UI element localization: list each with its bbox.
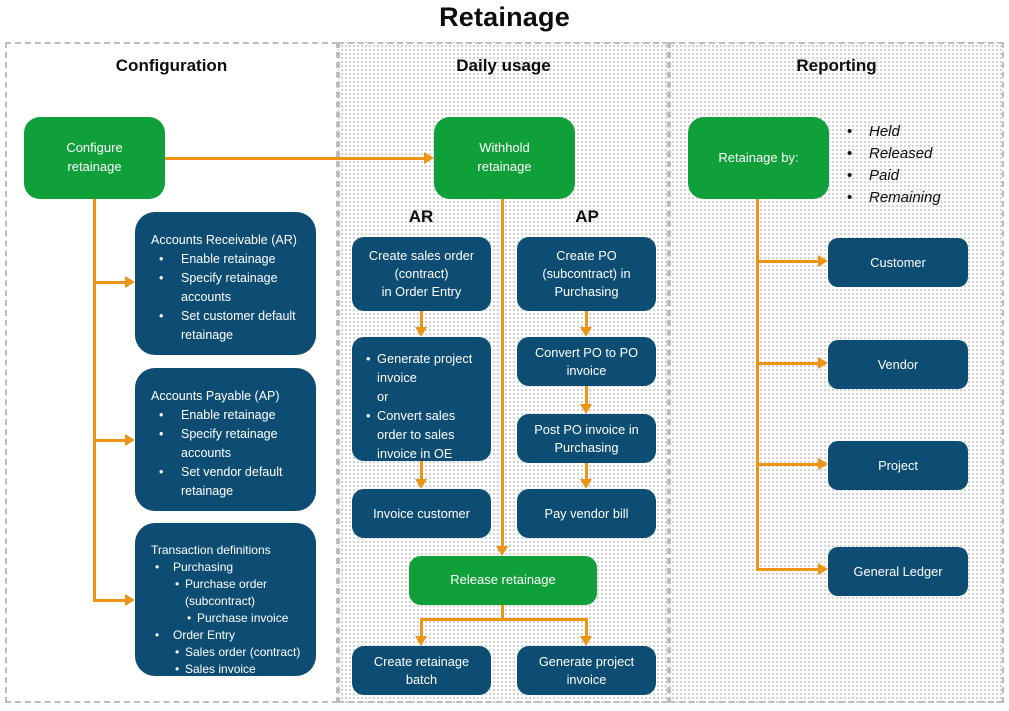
step-create-retainage-batch: Create retainage batch	[352, 646, 491, 695]
list-item: Set customer default retainage	[151, 307, 306, 345]
list-item: Generate project invoice	[366, 349, 485, 387]
configure-retainage-box: Configure retainage	[24, 117, 165, 199]
list-item: Purchase invoice	[151, 610, 306, 627]
box-list: Enable retainage Specify retainage accou…	[151, 406, 306, 501]
connector-line	[585, 311, 588, 328]
connector-line	[420, 618, 588, 621]
step-create-sales-order: Create sales order (contract) in Order E…	[352, 237, 491, 311]
box-list: Generate project invoice or Convert sale…	[366, 349, 485, 463]
list-item: Purchasing	[151, 559, 306, 576]
list-item: or	[377, 389, 389, 404]
list-item: Specify retainage accounts	[151, 425, 306, 463]
reporting-header: Reporting	[796, 56, 877, 75]
step-invoice-customer: Invoice customer	[352, 489, 491, 538]
reporting-bullet-list: Held Released Paid Remaining	[845, 121, 941, 209]
arrowhead-icon	[415, 636, 427, 646]
step-convert-po: Convert PO to PO invoice	[517, 337, 656, 386]
connector-line	[756, 362, 818, 365]
connector-line	[420, 311, 423, 328]
connector-line	[756, 568, 818, 571]
list-item: Sales order (contract)	[151, 644, 306, 661]
connector-line	[501, 605, 504, 620]
arrowhead-icon	[125, 434, 135, 446]
list-item: Purchase order (subcontract)	[151, 576, 306, 610]
arrowhead-icon	[125, 276, 135, 288]
arrowhead-icon	[496, 546, 508, 556]
list-item: Released	[845, 143, 941, 165]
arrowhead-icon	[580, 404, 592, 414]
config-box-accounts-receivable: Accounts Receivable (AR) Enable retainag…	[135, 212, 316, 355]
ap-label: AP	[575, 207, 599, 226]
list-item: Sales invoice (contract)	[151, 661, 306, 695]
list-item: Convert sales order to sales invoice in …	[366, 406, 485, 463]
connector-line	[93, 439, 126, 442]
arrowhead-icon	[580, 479, 592, 489]
arrowhead-icon	[415, 479, 427, 489]
box-list: Purchasing Purchase order (subcontract) …	[151, 559, 306, 695]
connector-line	[420, 618, 423, 636]
report-box-general-ledger: General Ledger	[828, 547, 968, 596]
list-item: Paid	[845, 165, 941, 187]
configuration-header: Configuration	[115, 56, 228, 75]
list-item: Set vendor default retainage	[151, 463, 306, 501]
step-post-po-invoice: Post PO invoice in Purchasing	[517, 414, 656, 463]
retainage-by-box: Retainage by:	[688, 117, 829, 199]
arrowhead-icon	[415, 327, 427, 337]
arrowhead-icon	[818, 563, 828, 575]
step-generate-project-invoice: Generate project invoice	[517, 646, 656, 695]
arrowhead-icon	[818, 255, 828, 267]
step-pay-vendor-bill: Pay vendor bill	[517, 489, 656, 538]
withhold-retainage-box: Withhold retainage	[434, 117, 575, 199]
config-box-transaction-definitions: Transaction definitions Purchasing Purch…	[135, 523, 316, 693]
connector-line	[756, 463, 818, 466]
arrowhead-icon	[580, 636, 592, 646]
connector-line	[585, 386, 588, 405]
connector-line	[501, 199, 504, 546]
arrowhead-icon	[125, 594, 135, 606]
step-create-po: Create PO (subcontract) in Purchasing	[517, 237, 656, 311]
page-title: Retainage	[439, 2, 570, 32]
list-item: Order Entry	[151, 627, 306, 644]
connector-line	[420, 461, 423, 479]
connector-line	[93, 199, 96, 602]
list-item: Held	[845, 121, 941, 143]
daily-usage-header: Daily usage	[456, 56, 551, 75]
list-item: Enable retainage	[151, 406, 306, 425]
box-title: Accounts Receivable (AR)	[151, 233, 297, 247]
connector-line	[756, 199, 759, 571]
box-title: Transaction definitions	[151, 543, 271, 557]
report-box-project: Project	[828, 441, 968, 490]
arrowhead-icon	[818, 458, 828, 470]
report-box-vendor: Vendor	[828, 340, 968, 389]
list-item: Remaining	[845, 187, 941, 209]
report-box-customer: Customer	[828, 238, 968, 287]
connector-line	[585, 618, 588, 636]
step-generate-or-convert: Generate project invoice or Convert sale…	[352, 337, 491, 461]
connector-line	[93, 281, 126, 284]
connector-line	[756, 260, 818, 263]
connector-line	[93, 599, 126, 602]
config-box-accounts-payable: Accounts Payable (AP) Enable retainage S…	[135, 368, 316, 511]
ar-label: AR	[408, 207, 434, 226]
list-item: Enable retainage	[151, 250, 306, 269]
connector-line	[585, 463, 588, 480]
list-item: Specify retainage accounts	[151, 269, 306, 307]
box-list: Enable retainage Specify retainage accou…	[151, 250, 306, 345]
release-retainage-box: Release retainage	[409, 556, 597, 605]
box-title: Accounts Payable (AP)	[151, 389, 280, 403]
arrowhead-icon	[818, 357, 828, 369]
connector-line	[165, 157, 424, 160]
arrowhead-icon	[580, 327, 592, 337]
arrowhead-icon	[424, 152, 434, 164]
